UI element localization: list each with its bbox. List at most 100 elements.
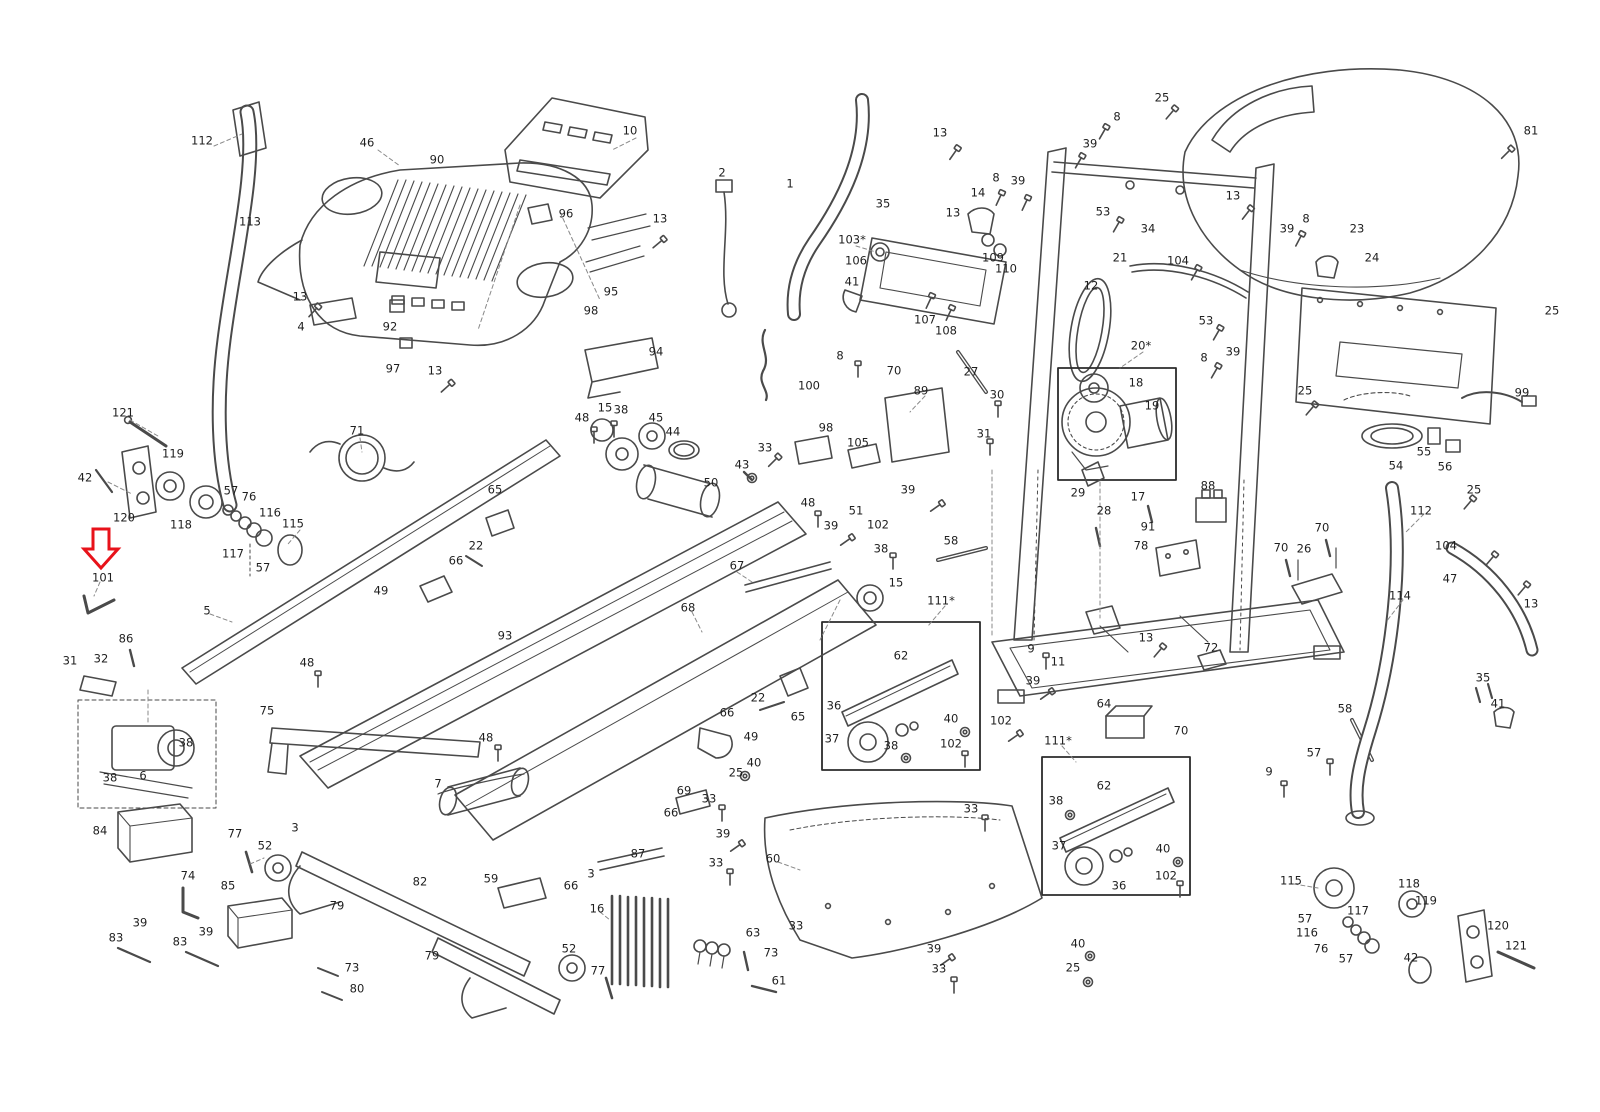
part-label-37: 37 [1051,838,1067,853]
part-label-74: 74 [180,868,196,883]
left-wheel-cluster [94,415,303,577]
part-label-70: 70 [1314,520,1330,535]
part-label-57: 57 [1297,911,1313,926]
part-label-31: 31 [62,653,78,668]
part-label-12: 12 [1083,278,1099,293]
part-label-55: 55 [1416,444,1432,459]
part-label-120: 120 [1487,918,1509,933]
part-label-38: 38 [613,402,629,417]
right-handrail [715,93,890,402]
part-label-26: 26 [1296,541,1312,556]
part-label-105: 105 [847,435,869,450]
part-label-76: 76 [1313,941,1329,956]
part-label-65: 65 [790,709,806,724]
part-label-60: 60 [765,851,781,866]
hook-loops [693,939,778,994]
part-label-68: 68 [680,600,696,615]
part-label-58: 58 [943,533,959,548]
part-label-41: 41 [1490,696,1506,711]
part-label-66: 66 [448,553,464,568]
part-label-38: 38 [873,541,889,556]
part-label-57: 57 [1306,745,1322,760]
part-label-33: 33 [963,801,979,816]
part-label-101: 101 [92,570,114,585]
part-label-59: 59 [483,871,499,886]
part-label-48: 48 [299,655,315,670]
part-label-76: 76 [241,489,257,504]
part-label-116: 116 [1296,925,1318,940]
part-label-86: 86 [118,631,134,646]
part-label-108: 108 [935,323,957,338]
part-label-65: 65 [487,482,503,497]
wire-harness [309,434,415,482]
part-label-38: 38 [178,735,194,750]
part-label-36: 36 [1111,878,1127,893]
part-label-29: 29 [1070,485,1086,500]
part-label-33: 33 [788,918,804,933]
part-label-8: 8 [836,348,844,363]
part-label-39: 39 [1082,136,1098,151]
part-label-93: 93 [497,628,513,643]
roller-assembly-parts [841,659,1175,886]
part-label-13: 13 [945,205,961,220]
part-label-79: 79 [329,898,345,913]
part-label-32: 32 [93,651,109,666]
part-label-81: 81 [1523,123,1539,138]
part-label-42: 42 [1403,950,1419,965]
part-label-73: 73 [344,960,360,975]
part-label-13: 13 [1138,630,1154,645]
part-label-25: 25 [1297,383,1313,398]
part-label-103star: 103* [838,232,866,247]
part-label-19: 19 [1144,398,1160,413]
part-label-38: 38 [102,770,118,785]
part-label-35: 35 [1475,670,1491,685]
part-label-115: 115 [1280,873,1302,888]
part-label-15: 15 [597,400,613,415]
motor-hood [1182,68,1520,425]
part-label-40: 40 [943,711,959,726]
part-label-57: 57 [223,483,239,498]
part-label-77: 77 [590,963,606,978]
part-label-117: 117 [1347,903,1369,918]
part-label-99: 99 [1514,385,1530,400]
part-label-13: 13 [1225,188,1241,203]
part-label-33: 33 [708,855,724,870]
part-label-53: 53 [1198,313,1214,328]
part-label-8: 8 [992,170,1000,185]
part-label-57: 57 [255,560,271,575]
part-label-34: 34 [1140,221,1156,236]
frame-uprights [1013,147,1275,653]
part-label-36: 36 [826,698,842,713]
part-label-64: 64 [1096,696,1112,711]
part-label-9: 9 [1027,641,1035,656]
rear-bracket [1284,538,1343,605]
part-label-16: 16 [589,901,605,916]
part-label-39: 39 [715,826,731,841]
part-label-117: 117 [222,546,244,561]
part-label-66: 66 [719,705,735,720]
part-label-25: 25 [1154,90,1170,105]
part-label-13: 13 [652,211,668,226]
part-label-4: 4 [297,319,305,334]
part-label-48: 48 [478,730,494,745]
part-label-45: 45 [648,410,664,425]
part-label-118: 118 [1398,876,1420,891]
part-label-62: 62 [1096,778,1112,793]
part-label-88: 88 [1200,478,1216,493]
part-label-112: 112 [191,133,213,148]
console-display [504,97,651,273]
part-label-91: 91 [1140,519,1156,534]
cable-parts [1343,391,1537,453]
part-label-118: 118 [170,517,192,532]
rod-set [610,894,670,989]
part-label-40: 40 [746,755,762,770]
left-handrail [211,101,267,513]
part-label-104: 104 [1435,538,1457,553]
part-label-106: 106 [845,253,867,268]
part-label-25: 25 [728,765,744,780]
leader-lines [93,133,1425,921]
part-label-44: 44 [665,424,681,439]
part-label-48: 48 [574,410,590,425]
part-label-104: 104 [1167,253,1189,268]
